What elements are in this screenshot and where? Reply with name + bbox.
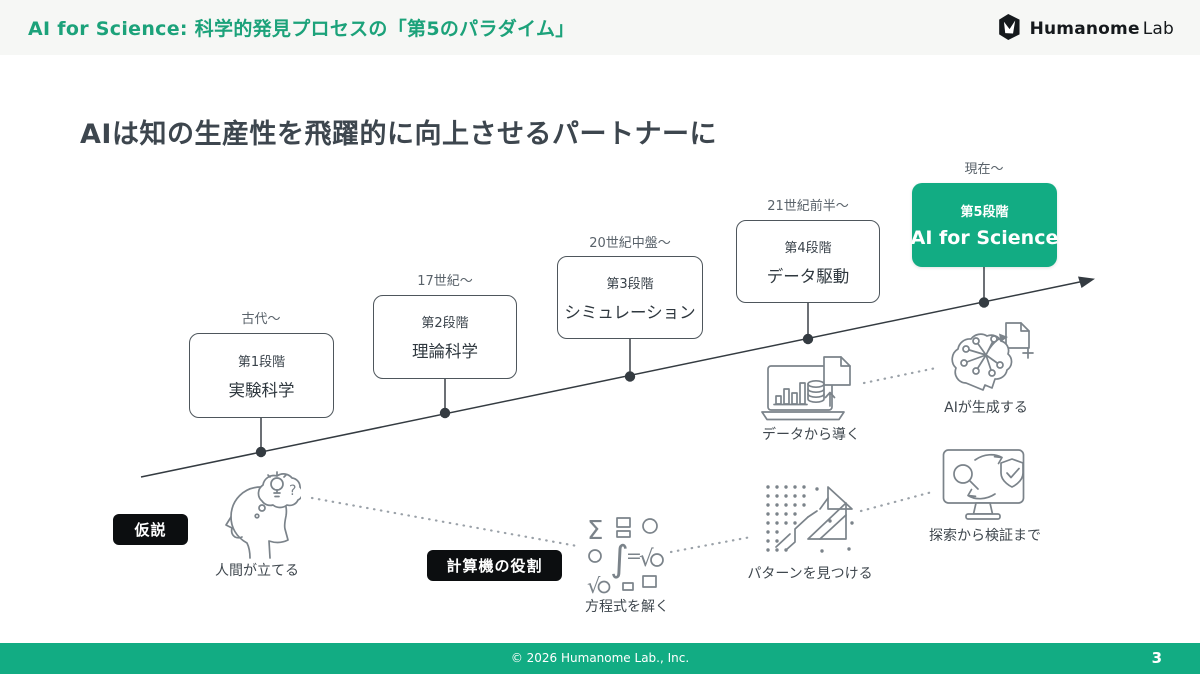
- stage-1-box: 第1段階 実験科学: [189, 333, 334, 418]
- annotation-label: AIが生成する: [944, 400, 1028, 416]
- stage-5-name: AI for Science: [910, 227, 1059, 249]
- stage-1-label: 第1段階: [237, 354, 286, 370]
- stage-connectors: [260, 267, 985, 452]
- stage-3-name: シミュレーション: [564, 302, 696, 322]
- computer-role-badge: 計算機の役割: [427, 550, 562, 581]
- svg-text:∫: ∫: [610, 539, 629, 580]
- slide-title: AIは知の生産性を飛躍的に向上させるパートナーに: [80, 119, 717, 150]
- stage-5-box: 第5段階 AI for Science: [910, 183, 1059, 267]
- annotation-label: 方程式を解く: [585, 599, 669, 615]
- monitor-search-icon: [941, 446, 1029, 526]
- stage-1-period: 古代〜: [241, 312, 281, 327]
- annotation-label: 探索から検証まで: [929, 528, 1041, 544]
- laptop-data-icon: [760, 356, 860, 428]
- footer-bar: © 2026 Humanome Lab., Inc. 3: [0, 643, 1200, 674]
- stage-4-box: 第4段階 データ駆動: [736, 220, 880, 303]
- equations-icon: Σ ∫ = √ √: [587, 514, 669, 596]
- stage-4-name: データ駆動: [766, 266, 850, 286]
- stage-2-box: 第2段階 理論科学: [373, 295, 517, 379]
- stage-5-label: 第5段階: [960, 205, 1009, 220]
- thinking-head-icon: ?: [213, 464, 301, 560]
- svg-text:?: ?: [289, 483, 296, 499]
- stage-2-label: 第2段階: [421, 316, 469, 331]
- page-title: AI for Science: 科学的発見プロセスの「第5のパラダイム」: [28, 18, 575, 40]
- annotation-label: 人間が立てる: [215, 563, 299, 579]
- dotted-flow-lines: [310, 366, 938, 554]
- timeline-arrow: [140, 276, 1095, 478]
- pattern-icon: [762, 481, 858, 561]
- logo-icon: [997, 12, 1023, 46]
- stage-4-label: 第4段階: [784, 240, 832, 256]
- stage-1-name: 実験科学: [228, 380, 295, 400]
- stage-2-name: 理論科学: [412, 342, 478, 361]
- annotation-label: パターンを見つける: [747, 566, 873, 582]
- copyright-text: © 2026 Humanome Lab., Inc.: [510, 651, 690, 665]
- svg-text:√: √: [639, 546, 654, 572]
- annotation-label: データから導く: [762, 427, 860, 443]
- svg-text:Σ: Σ: [587, 516, 603, 546]
- stage-2-period: 17世紀〜: [417, 274, 473, 289]
- stage-5-period: 現在〜: [964, 162, 1004, 177]
- page-number: 3: [1151, 649, 1162, 667]
- stage-3-label: 第3段階: [606, 276, 654, 292]
- timeline-dots: [255, 297, 990, 458]
- stage-3-period: 20世紀中盤〜: [589, 236, 671, 251]
- stage-3-box: 第3段階 シミュレーション: [557, 256, 703, 339]
- ai-brain-icon: [942, 319, 1036, 397]
- svg-text:√: √: [587, 574, 601, 596]
- stage-4-period: 21世紀前半〜: [767, 199, 849, 214]
- hypothesis-badge: 仮説: [113, 514, 188, 545]
- svg-text:=: =: [626, 545, 642, 567]
- header-bar: AI for Science: 科学的発見プロセスの「第5のパラダイム」 Hum…: [0, 0, 1200, 55]
